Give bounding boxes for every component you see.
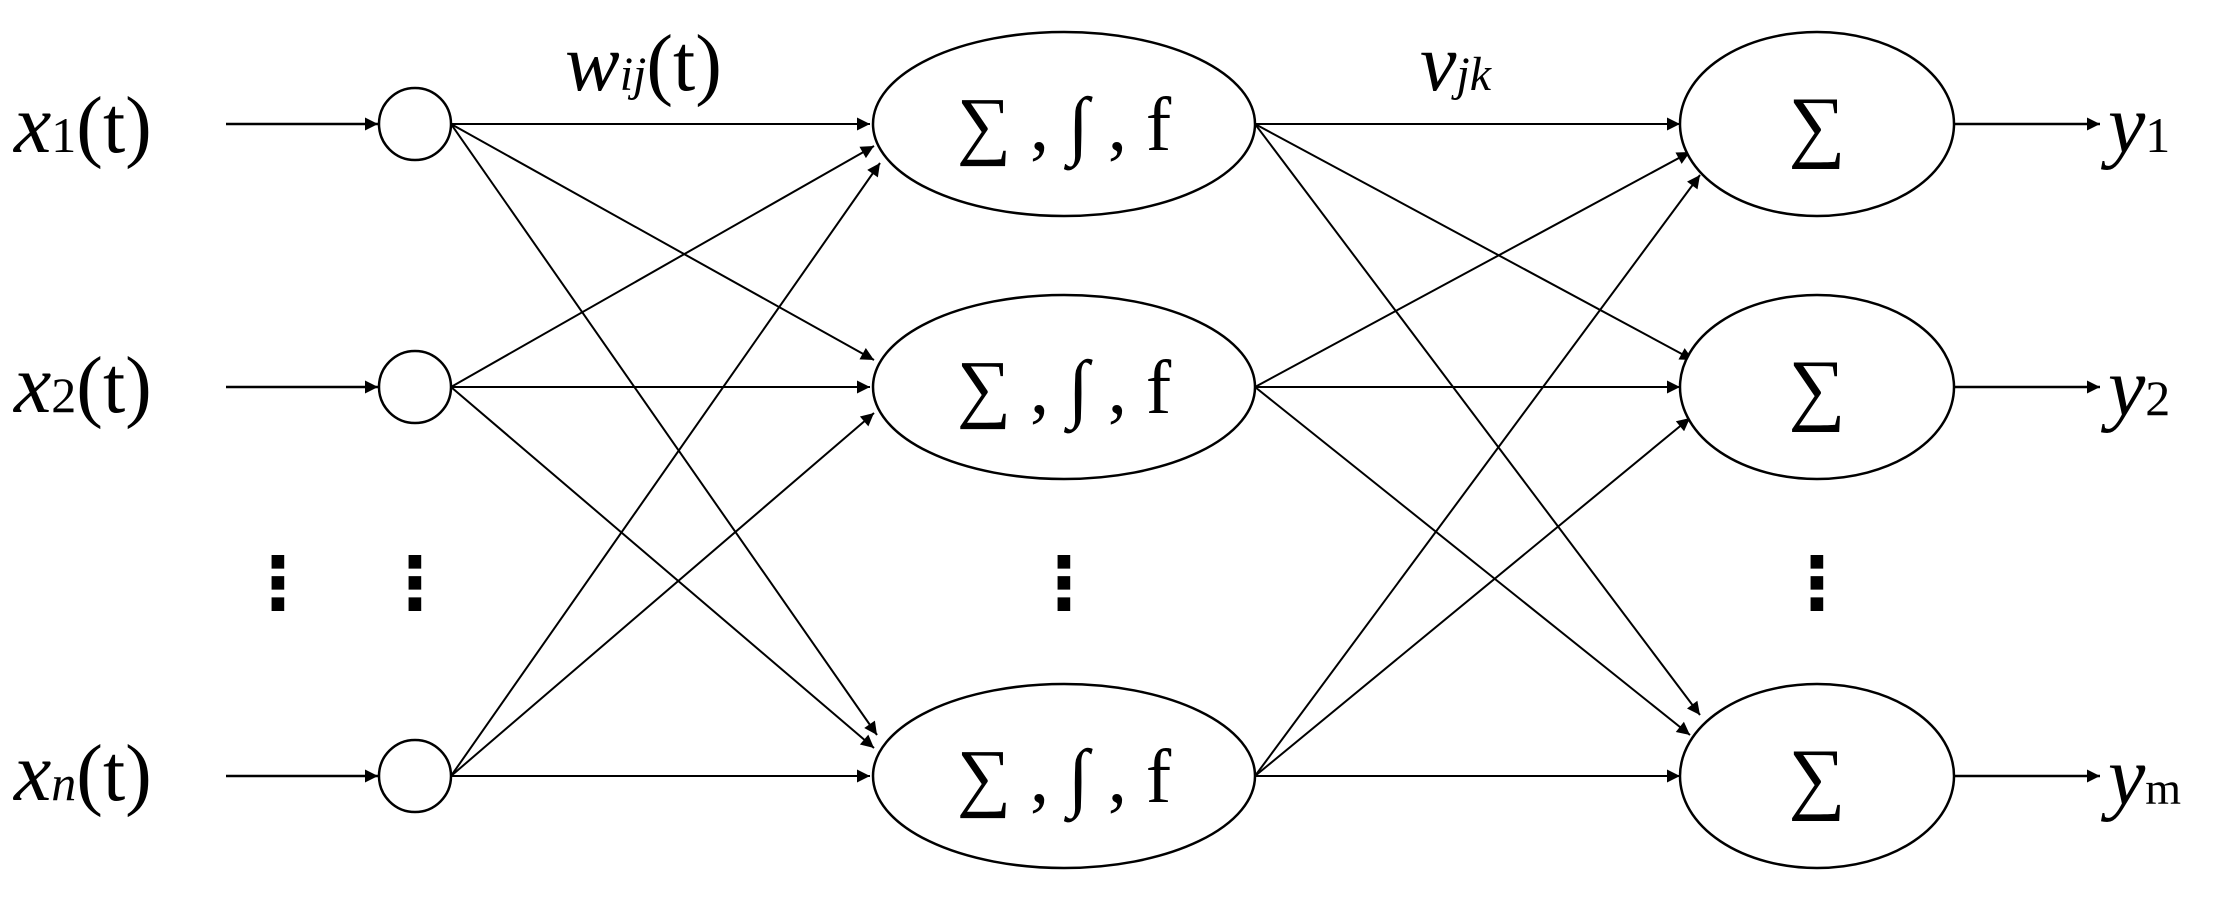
output-node-m-label: ∑ — [1788, 734, 1845, 822]
ellipsis-inputs: ⋮ — [242, 541, 314, 625]
hidden-node-1-label: ∑ , ∫ , f — [957, 83, 1172, 171]
edge-in-h2 — [450, 412, 875, 777]
hidden-output-connections — [1254, 117, 1701, 783]
edge-hn-o2 — [1254, 417, 1691, 777]
edge-h1-o2 — [1254, 123, 1694, 361]
output-node-1: ∑ — [1678, 30, 1956, 218]
input-label-2: x2(t) — [12, 338, 152, 431]
output-node-2-label: ∑ — [1788, 345, 1845, 433]
output-node-m: ∑ — [1678, 682, 1956, 870]
ellipsis-output-nodes: ⋮ — [1781, 541, 1853, 625]
input-node-2 — [377, 349, 453, 425]
input-label-1: x1(t) — [12, 78, 152, 171]
output-label-1: y1 — [2100, 78, 2170, 171]
hidden-node-2-label: ∑ , ∫ , f — [957, 346, 1172, 434]
ellipsis-input-nodes: ⋮ — [379, 541, 451, 625]
hidden-node-2: ∑ , ∫ , f — [871, 293, 1257, 481]
input-node-n — [377, 738, 453, 814]
edge-i1-h2 — [450, 123, 875, 361]
edge-h2-om — [1254, 386, 1691, 736]
output-node-2: ∑ — [1678, 293, 1956, 481]
edge-i2-hn — [450, 386, 875, 749]
edge-hn-o1 — [1254, 174, 1701, 777]
weight-label-v: vjk — [1420, 17, 1493, 108]
hidden-node-1: ∑ , ∫ , f — [871, 30, 1257, 218]
edge-i1-hn — [450, 123, 878, 736]
output-label-2: y2 — [2100, 341, 2170, 434]
ellipsis-hidden-nodes: ⋮ — [1028, 541, 1100, 625]
output-node-1-label: ∑ — [1788, 82, 1845, 170]
output-label-m: ym — [2100, 730, 2181, 823]
edge-h1-om — [1254, 123, 1701, 716]
weight-label-w: wij(t) — [565, 17, 722, 108]
input-label-n: xn(t) — [12, 726, 152, 819]
hidden-node-n: ∑ , ∫ , f — [871, 682, 1257, 870]
hidden-node-n-label: ∑ , ∫ , f — [957, 735, 1172, 823]
edge-in-h1 — [450, 162, 881, 777]
input-node-1 — [377, 86, 453, 162]
input-hidden-connections — [450, 117, 881, 783]
edge-h2-o1 — [1254, 151, 1691, 388]
edge-i2-h1 — [450, 145, 875, 388]
